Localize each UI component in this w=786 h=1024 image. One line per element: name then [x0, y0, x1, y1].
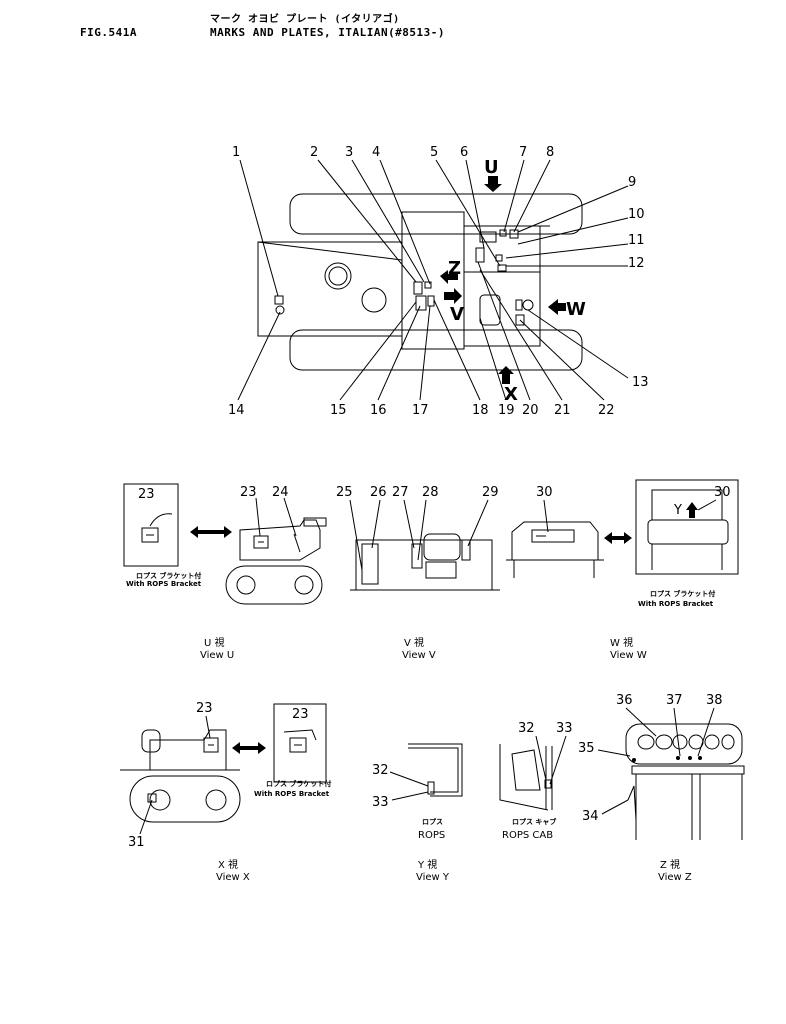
callout-21: 21	[554, 403, 571, 418]
callout-13: 13	[632, 375, 649, 390]
callout-26: 26	[370, 485, 387, 500]
title-japanese: マーク オヨビ プレート (イタリアゴ)	[210, 14, 400, 25]
callout-28: 28	[422, 485, 439, 500]
view-y-caption: View Y	[416, 872, 450, 883]
view-u-jp: U 視	[204, 636, 225, 649]
rops-en: ROPS	[418, 830, 445, 841]
callout-32-cab: 32	[518, 721, 535, 736]
callout-14: 14	[228, 403, 245, 418]
view-u-detail: 23 23 24 ロプス ブラケット付 With ROPS Bracket U …	[123, 483, 327, 661]
callout-33-cab: 33	[556, 721, 573, 736]
callout-9: 9	[628, 175, 636, 190]
figure-label: FIG.541A	[80, 26, 137, 39]
view-z-detail: 36 37 38 35 34 Z 視 View Z	[578, 693, 745, 883]
view-arrow-y-label: Y	[673, 503, 682, 518]
view-w-caption: View W	[610, 650, 647, 661]
rops-bracket-jp-x: ロプス ブラケット付	[266, 779, 331, 788]
rops-cab-detail: 32 33 ロプス キャブ ROPS CAB	[499, 721, 573, 841]
callout-30-w-inset: 30	[714, 485, 731, 500]
figure-title: MARKS AND PLATES, ITALIAN(#8513-)	[210, 26, 446, 39]
rops-bracket-en-w: With ROPS Bracket	[638, 600, 714, 608]
callout-25: 25	[336, 485, 353, 500]
view-w-jp: W 視	[610, 636, 633, 649]
callout-22: 22	[598, 403, 615, 418]
rops-cab-en: ROPS CAB	[502, 830, 553, 841]
rops-bracket-jp-w: ロプス ブラケット付	[650, 589, 715, 598]
callout-37: 37	[666, 693, 683, 708]
callout-7: 7	[519, 145, 527, 160]
callout-34: 34	[582, 809, 599, 824]
machine-top-view	[257, 193, 583, 371]
callout-36: 36	[616, 693, 633, 708]
view-x-caption: View X	[216, 872, 250, 883]
callout-17: 17	[412, 403, 429, 418]
callout-18: 18	[472, 403, 489, 418]
callout-31: 31	[128, 835, 145, 850]
callout-1: 1	[232, 145, 240, 160]
callout-2: 2	[310, 145, 318, 160]
view-y-jp: Y 視	[417, 858, 437, 871]
rops-bracket-en-x: With ROPS Bracket	[254, 790, 330, 798]
callout-32-y: 32	[372, 763, 389, 778]
view-arrow-u-label: U	[484, 157, 499, 178]
callout-11: 11	[628, 233, 645, 248]
callout-38: 38	[706, 693, 723, 708]
view-w-detail: 30 Y 30 ロプス ブラケット付 With ROPS Bracket W 視…	[506, 479, 739, 661]
callout-35: 35	[578, 741, 595, 756]
callout-4: 4	[372, 145, 380, 160]
view-z-caption: View Z	[658, 872, 692, 883]
callout-6: 6	[460, 145, 468, 160]
callout-23-u: 23	[240, 485, 257, 500]
view-z-jp: Z 視	[660, 858, 680, 871]
view-y-detail: 32 33 ロプス ROPS Y 視 View Y	[372, 743, 463, 883]
callout-29: 29	[482, 485, 499, 500]
callout-19: 19	[498, 403, 515, 418]
view-arrows: U Z V W X	[440, 157, 586, 405]
view-arrow-z-label: Z	[448, 258, 461, 279]
view-x-jp: X 視	[218, 858, 238, 871]
view-arrow-w-label: W	[566, 299, 586, 320]
callout-12: 12	[628, 256, 645, 271]
callouts-top: 1 2 3 4 5 6 7 8 9 10 11 12 13 14 15 16 1…	[228, 145, 649, 418]
view-v-jp: V 視	[404, 636, 424, 649]
callout-23-x: 23	[196, 701, 213, 716]
view-arrow-v-label: V	[450, 304, 464, 325]
callout-16: 16	[370, 403, 387, 418]
callout-8: 8	[546, 145, 554, 160]
view-arrow-x-label: X	[504, 384, 518, 405]
callout-15: 15	[330, 403, 347, 418]
callout-27: 27	[392, 485, 409, 500]
callout-5: 5	[430, 145, 438, 160]
callout-30-w: 30	[536, 485, 553, 500]
view-x-detail: 23 31 23 ロプス ブラケット付 With ROPS Bracket X …	[120, 701, 331, 883]
rops-cab-jp: ロプス キャブ	[512, 817, 556, 826]
callout-3: 3	[345, 145, 353, 160]
leader-lines-top	[237, 159, 629, 401]
callout-20: 20	[522, 403, 539, 418]
rops-jp: ロプス	[422, 817, 443, 826]
rops-bracket-jp-u: ロプス ブラケット付	[136, 571, 201, 580]
view-u-caption: View U	[200, 650, 234, 661]
callout-10: 10	[628, 207, 645, 222]
callout-33-y: 33	[372, 795, 389, 810]
view-v-detail: 25 26 27 28 29 V 視 View V	[336, 485, 500, 661]
callout-23-x-inset: 23	[292, 707, 309, 722]
callout-23-u-inset: 23	[138, 487, 155, 502]
view-v-caption: View V	[402, 650, 436, 661]
callout-24: 24	[272, 485, 289, 500]
rops-bracket-en-u: With ROPS Bracket	[126, 580, 202, 588]
